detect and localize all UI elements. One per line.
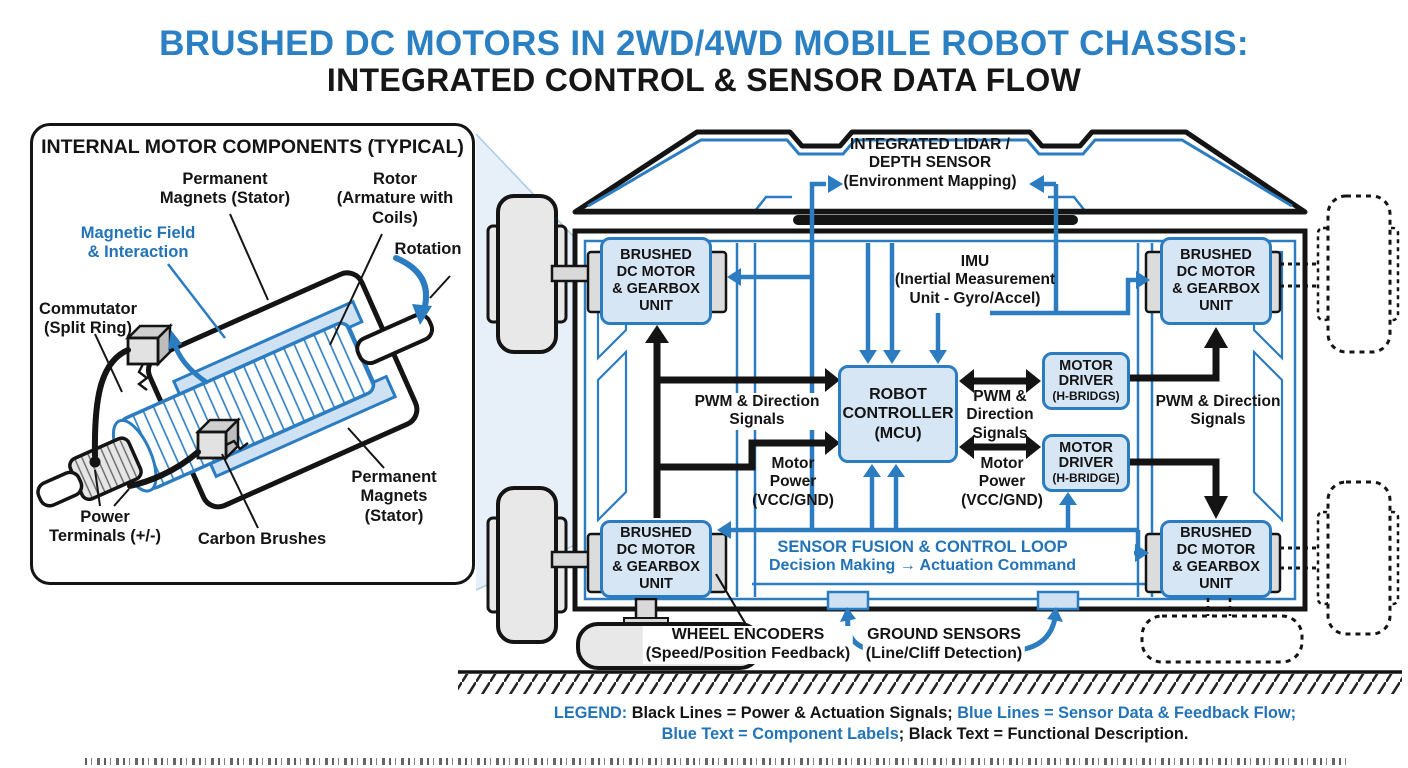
label-ground-sensors: GROUND SENSORS (Line/Cliff Detection) <box>862 626 1026 664</box>
wheel-encoder-leader <box>715 573 749 629</box>
blue-arrowheads <box>717 175 1150 622</box>
label-magnetic-field: Magnetic Field & Interaction <box>80 224 196 262</box>
motor-unit-rear-right: BRUSHED DC MOTOR & GEARBOX UNIT <box>1160 520 1272 598</box>
legend: LEGEND: Black Lines = Power & Actuation … <box>440 703 1408 745</box>
legend-blue-lines: Blue Lines = Sensor Data & Feedback Flow… <box>957 704 1297 722</box>
motor-unit-rear-left: BRUSHED DC MOTOR & GEARBOX UNIT <box>600 520 712 598</box>
robot-controller-box: ROBOT CONTROLLER (MCU) <box>838 365 958 463</box>
label-pwm-left: PWM & Direction Signals <box>691 393 823 430</box>
motor-driver-top-box: MOTOR DRIVER (H-BRIDGS) <box>1042 352 1130 410</box>
motor-driver-top-sub: (H-BRIDGS) <box>1052 389 1120 404</box>
sensor-fusion-line2: Decision Making → Actuation Command <box>769 557 1076 574</box>
motor-unit-front-left: BRUSHED DC MOTOR & GEARBOX UNIT <box>600 237 712 325</box>
motor-driver-top-name: MOTOR DRIVER <box>1058 357 1114 390</box>
label-pwm-right: PWM & Direction Signals <box>1155 393 1281 429</box>
label-permanent-magnets-bottom: Permanent Magnets (Stator) <box>351 468 437 525</box>
label-motor-power-mid: Motor Power (VCC/GND) <box>961 455 1043 509</box>
sensor-fusion-note: SENSOR FUSION & CONTROL LOOP Decision Ma… <box>755 538 1090 575</box>
legend-label: LEGEND: <box>553 704 628 722</box>
legend-line1: LEGEND: Black Lines = Power & Actuation … <box>440 703 1408 724</box>
page-title-line1: BRUSHED DC MOTORS IN 2WD/4WD MOBILE ROBO… <box>159 24 1249 63</box>
rear-dashed-caster <box>1140 598 1304 664</box>
legend-black-text: ; Black Text = Functional Description. <box>898 725 1189 744</box>
motor-driver-bottom-box: MOTOR DRIVER (H-BRIDGE) <box>1042 434 1130 492</box>
black-power-lines <box>653 340 1220 518</box>
legend-blue-text: Blue Text = Component Labels <box>661 725 899 744</box>
label-commutator: Commutator (Split Ring) <box>38 300 138 338</box>
chassis-roof <box>572 129 1308 215</box>
label-pwm-mid: PWM & Direction Signals <box>966 388 1034 442</box>
label-permanent-magnets-top: Permanent Magnets (Stator) <box>159 170 291 208</box>
ground <box>458 670 1402 694</box>
motor-driver-bottom-name: MOTOR DRIVER <box>1058 439 1114 472</box>
label-rotation: Rotation <box>394 240 462 258</box>
page-title-line2: INTEGRATED CONTROL & SENSOR DATA FLOW <box>326 62 1082 98</box>
motor-unit-front-right: BRUSHED DC MOTOR & GEARBOX UNIT <box>1160 237 1272 325</box>
cutoff-text-strip <box>85 758 1350 765</box>
right-dashed-wheels <box>1316 194 1400 636</box>
ground-sensor-pad-right <box>1036 590 1080 611</box>
legend-black-lines: Black Lines = Power & Actuation Signals; <box>631 704 953 722</box>
label-lidar: INTEGRATED LIDAR / DEPTH SENSOR (Environ… <box>843 136 1017 190</box>
label-motor-power-left: Motor Power (VCC/GND) <box>752 455 834 509</box>
label-wheel-encoders: WHEEL ENCODERS (Speed/Position Feedback) <box>642 626 854 664</box>
label-imu: IMU (Inertial Measurement Unit - Gyro/Ac… <box>894 253 1056 307</box>
ground-sensor-pad-left <box>826 590 870 611</box>
sensor-fusion-line1: SENSOR FUSION & CONTROL LOOP <box>777 538 1068 556</box>
label-rotor: Rotor (Armature with Coils) <box>336 170 454 227</box>
label-power-terminals: Power Terminals (+/-) <box>48 508 162 546</box>
lidar-lens-bar <box>793 215 1078 225</box>
inset-title: INTERNAL MOTOR COMPONENTS (TYPICAL) <box>41 136 464 158</box>
label-carbon-brushes: Carbon Brushes <box>197 530 327 548</box>
motor-driver-bottom-sub: (H-BRIDGE) <box>1052 471 1120 486</box>
black-arrowheads <box>645 325 1228 519</box>
legend-line2: Blue Text = Component Labels; Black Text… <box>440 724 1408 745</box>
